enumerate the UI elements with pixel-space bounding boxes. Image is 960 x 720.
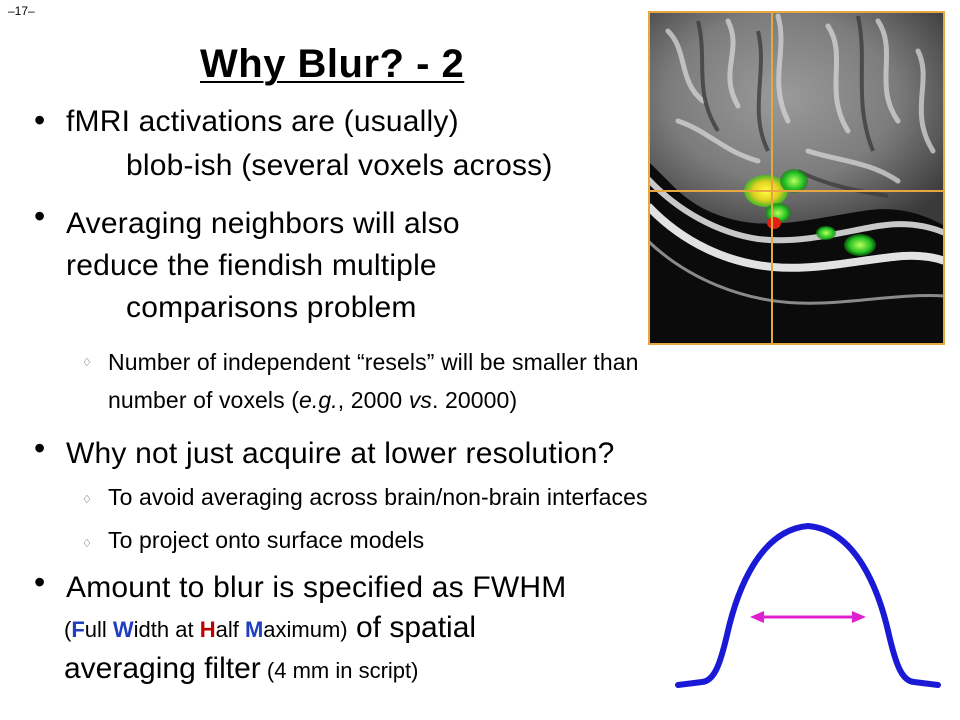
sub-bullet-resels-line-2: number of voxels (e.g., 2000 vs. 20000) — [108, 387, 518, 413]
bullet-dot: • — [34, 430, 46, 466]
bullet-dot: • — [34, 564, 46, 600]
bullet-4-line-2: (Full Width at Half Maximum) of spatial — [64, 611, 477, 644]
sub-bullet-interfaces: To avoid averaging across brain/non-brai… — [108, 484, 648, 510]
bullet-dot: • — [34, 198, 46, 234]
bullet-2-line-3: comparisons problem — [126, 291, 417, 324]
diamond-bullet-icon: ♢ — [82, 493, 92, 506]
diamond-bullet-icon: ♢ — [82, 537, 92, 550]
slide-title: Why Blur? - 2 — [200, 42, 465, 86]
bullet-1-line-1: fMRI activations are (usually) — [66, 105, 459, 138]
arrow-head-left — [750, 611, 764, 623]
page-number: –17– — [8, 4, 35, 18]
fwhm-gaussian-diagram — [675, 523, 941, 688]
arrow-head-right — [852, 611, 866, 623]
gaussian-curve — [675, 523, 941, 688]
bullet-4-line-3: averaging filter (4 mm in script) — [64, 652, 419, 685]
bullet-1-line-2: blob-ish (several voxels across) — [126, 149, 553, 182]
sub-bullet-resels-line-1: Number of independent “resels” will be s… — [108, 349, 639, 375]
bullet-2-line-1: Averaging neighbors will also — [66, 207, 460, 240]
bullet-4-line-1: Amount to blur is specified as FWHM — [66, 571, 567, 604]
sub-bullet-surface: To project onto surface models — [108, 527, 425, 553]
bullet-dot: • — [34, 102, 46, 138]
diamond-bullet-icon: ♢ — [82, 356, 92, 369]
bullet-2-line-2: reduce the fiendish multiple — [66, 249, 437, 282]
mri-activation-image — [648, 11, 945, 345]
bullet-3-line-1: Why not just acquire at lower resolution… — [66, 437, 615, 470]
